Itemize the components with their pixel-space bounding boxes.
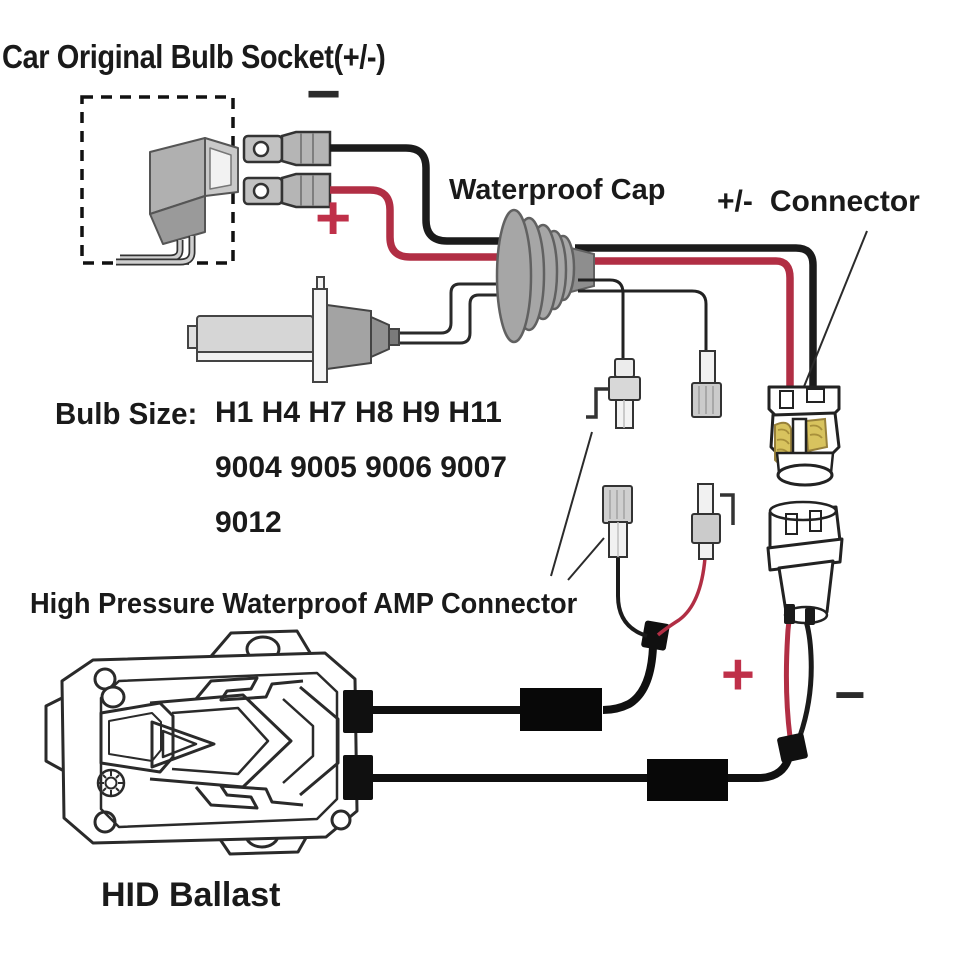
bulb-size-line-1: H1 H4 H7 H8 H9 H11	[215, 396, 502, 429]
ballast-input-block	[343, 755, 373, 800]
bulb-size-line-3: 9012	[215, 506, 282, 539]
label-bulb-size-heading: Bulb Size:	[55, 396, 198, 431]
ballast-high-voltage-cable	[343, 620, 670, 733]
hid-bulb-drawing	[187, 276, 508, 383]
connector-negative-wire	[797, 617, 814, 737]
spade-terminal-negative	[242, 130, 332, 167]
pm-connector-female	[767, 385, 841, 487]
cable-sleeve-upper	[520, 688, 602, 731]
pm-connector-pointer-line	[800, 230, 868, 395]
label-amp-connector: High Pressure Waterproof AMP Connector	[30, 588, 578, 620]
amp-connector-ballast-left	[602, 485, 648, 638]
label-pm-connector: +/- Connector	[717, 187, 920, 217]
ballast-positive-symbol: +	[721, 642, 755, 707]
spade-terminal-positive	[242, 172, 332, 209]
amp-connector-bulb-left	[586, 358, 641, 429]
wire-crimp-positive	[784, 604, 795, 624]
amp-connector-ballast-right	[656, 483, 735, 637]
wire-crimp-negative	[805, 608, 815, 625]
negative-wire-left	[330, 144, 510, 245]
ballast-power-input-cable	[343, 610, 814, 801]
hid-ballast-drawing	[44, 629, 359, 856]
bulb-lead-wire-left	[578, 278, 625, 360]
amp-connector-bulb-right	[691, 350, 722, 418]
bulb-lead-wire-right	[578, 289, 708, 351]
socket-negative-symbol: −	[306, 60, 342, 127]
amp-pointer-line-lower	[567, 537, 605, 581]
pm-connector-male	[766, 500, 844, 625]
label-waterproof-cap: Waterproof Cap	[449, 174, 666, 206]
waterproof-cap-drawing	[495, 208, 595, 344]
amp-pointer-line-upper	[550, 431, 593, 577]
positive-wire-right	[575, 257, 794, 393]
label-hid-ballast: HID Ballast	[101, 876, 281, 914]
positive-wire-left	[330, 186, 510, 261]
ballast-output-block	[343, 690, 373, 733]
cable-junction-lower	[777, 732, 808, 763]
connector-positive-wire	[783, 610, 795, 738]
cable-sleeve-lower	[647, 759, 728, 801]
socket-positive-symbol: +	[315, 184, 352, 253]
cable-junction-upper	[641, 620, 670, 651]
pm-word-text: Connector	[769, 185, 920, 218]
bulb-socket-drawing	[116, 137, 239, 266]
pm-sign-text: +/-	[717, 185, 753, 218]
bulb-size-line-2: 9004 9005 9006 9007	[215, 451, 507, 484]
ballast-negative-symbol: −	[834, 665, 866, 725]
title-car-original-bulb-socket: Car Original Bulb Socket(+/-)	[2, 38, 386, 75]
negative-wire-right	[575, 244, 817, 393]
